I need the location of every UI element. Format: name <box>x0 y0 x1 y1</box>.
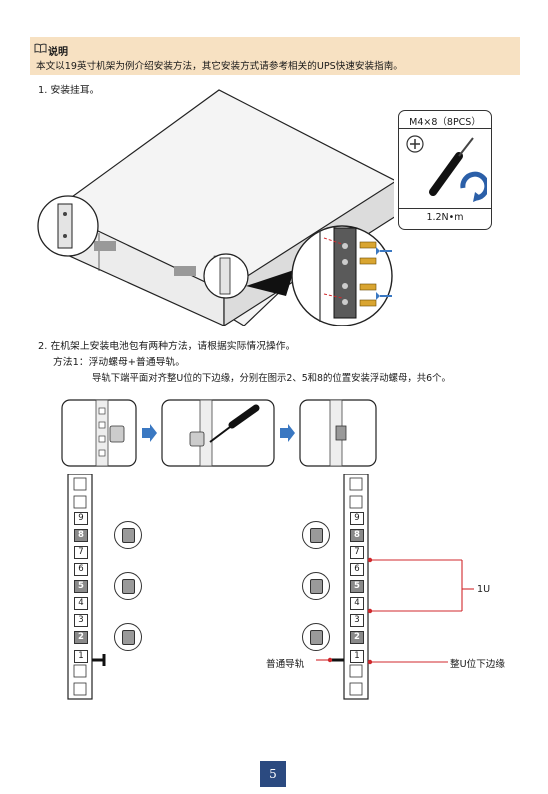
floating-nut-icon <box>302 623 330 651</box>
front-vent <box>174 266 196 276</box>
rail-slot-label: 7 <box>350 546 364 559</box>
rail-slot-label: 3 <box>350 614 364 627</box>
book-icon <box>34 43 47 53</box>
screw-spec-box: M4×8（8PCS） 1.2N•m <box>398 110 492 230</box>
rail-slot-label: 9 <box>350 512 364 525</box>
rail-slot-label: 4 <box>74 597 88 610</box>
screw <box>359 299 377 307</box>
step-2-text: 2. 在机架上安装电池包有两种方法，请根据实际情况操作。 <box>38 341 296 352</box>
rail-slot-label: 8 <box>74 529 88 542</box>
page-number: 5 <box>260 761 286 787</box>
ups-cabinet-illustration <box>37 89 394 326</box>
edge-label: 整U位下边缘 <box>450 659 505 670</box>
rail-slot-label: 4 <box>350 597 364 610</box>
method-1-detail: 导轨下端平面对齐整U位的下边缘，分别在图示2、5和8的位置安装浮动螺母，共6个。 <box>92 373 451 384</box>
nut-installation-sequence <box>61 399 377 467</box>
step-1-text: 1. 安装挂耳。 <box>38 85 100 96</box>
floating-nut-icon <box>114 521 142 549</box>
rail-slot-label: 8 <box>350 529 364 542</box>
arrow-icon <box>280 424 295 442</box>
front-vent <box>94 241 116 251</box>
floating-nut-icon <box>114 623 142 651</box>
floating-nut-icon <box>302 572 330 600</box>
note-box: 说明 本文以19英寸机架为例介绍安装方法，其它安装方式请参考相关的UPS快速安装… <box>30 37 520 75</box>
method-1-text: 方法1：浮动螺母+普通导轨。 <box>53 357 186 368</box>
note-title: 说明 <box>48 47 68 58</box>
screw <box>359 283 377 291</box>
screwdriver-icon <box>406 135 487 202</box>
torque-value: 1.2N•m <box>426 212 464 223</box>
rail-slot-label: 1 <box>74 650 88 663</box>
one-u-label: 1U <box>477 584 491 595</box>
rail-slot-label: 2 <box>350 631 364 644</box>
screw <box>359 257 377 265</box>
rail-label: 普通导轨 <box>266 659 305 670</box>
rail-slot-label: 1 <box>350 650 364 663</box>
rail-slot-label: 9 <box>74 512 88 525</box>
note-text: 本文以19英寸机架为例介绍安装方法，其它安装方式请参考相关的UPS快速安装指南。 <box>36 61 403 72</box>
rail-slot-label: 2 <box>74 631 88 644</box>
rail-slot-label: 6 <box>74 563 88 576</box>
screw <box>359 241 377 249</box>
rail-slot-label: 7 <box>74 546 88 559</box>
rail-slot-label: 3 <box>74 614 88 627</box>
rail-slot-label: 5 <box>74 580 88 593</box>
rail-slot-label: 6 <box>350 563 364 576</box>
rail-slot-label: 5 <box>350 580 364 593</box>
screw-spec: M4×8（8PCS） <box>409 117 481 128</box>
floating-nut-icon <box>302 521 330 549</box>
arrow-icon <box>142 424 157 442</box>
floating-nut-icon <box>114 572 142 600</box>
